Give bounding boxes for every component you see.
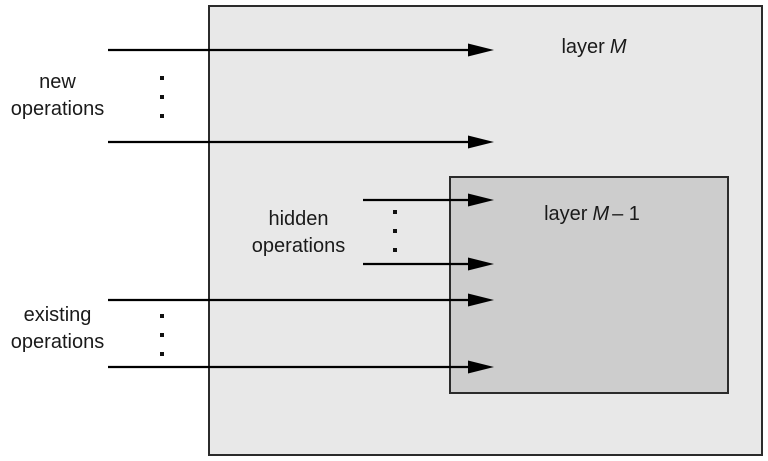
hidden-operations-label: hidden operations [241,206,356,260]
layer-m-minus-1-title-suffix: – 1 [612,203,640,225]
layer-m-minus-1-box [449,176,729,394]
new-operations-line1: new [39,71,76,93]
hidden-operations-line1: hidden [268,208,329,230]
dot [160,95,164,99]
existing-operations-line1: existing [23,304,92,326]
new-operations-ellipsis-icon [160,76,164,118]
existing-operations-label: existing operations [0,302,115,356]
layer-m-title-prefix: layer [561,36,605,58]
dot [393,210,397,214]
hidden-operations-ellipsis-icon [393,210,397,252]
layer-m-minus-1-title-prefix: layer [544,203,588,225]
new-operations-label: new operations [0,69,115,123]
existing-operations-line2: operations [10,331,105,353]
new-operations-line2: operations [10,98,105,120]
dot [160,333,164,337]
dot [160,114,164,118]
dot [160,76,164,80]
dot [160,314,164,318]
layer-m-minus-1-title-variable: M [592,203,610,225]
dot [160,352,164,356]
dot [393,248,397,252]
dot [393,229,397,233]
layer-m-title-variable: M [609,36,627,58]
existing-operations-ellipsis-icon [160,314,164,356]
hidden-operations-line2: operations [251,235,346,257]
